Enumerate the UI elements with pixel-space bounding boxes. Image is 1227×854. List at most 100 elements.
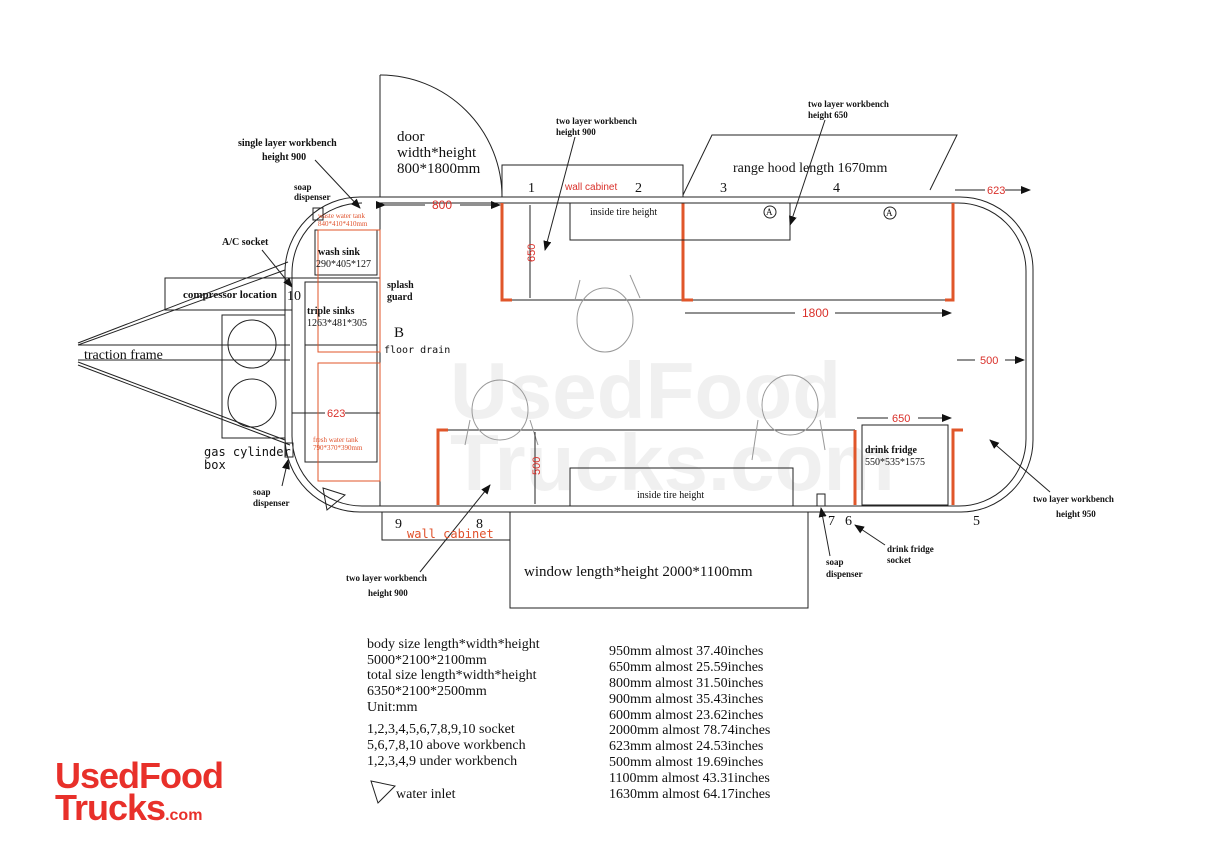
note-line: 5000*2100*2100mm — [367, 653, 487, 668]
note-line: 6350*2100*2500mm — [367, 684, 487, 699]
door-size: 800*1800mm — [397, 161, 481, 177]
splash-guard-label-2: guard — [387, 292, 413, 303]
inside-tire-top-label: inside tire height — [590, 207, 657, 218]
top-workbench: inside tire height A A — [500, 202, 955, 302]
logo-suffix: .com — [165, 807, 203, 824]
dim-1800: 1800 — [802, 306, 829, 320]
wall-cabinet-top — [501, 164, 684, 198]
socket-3: 3 — [720, 181, 727, 196]
triple-sinks-label: triple sinks — [307, 306, 355, 317]
drink-fridge — [861, 424, 949, 506]
dim-623-left: 623 — [327, 408, 345, 420]
dim-500-vertical: 500 — [531, 457, 543, 475]
socket-9: 9 — [395, 517, 402, 532]
soap-left-label-2: dispenser — [253, 498, 290, 508]
usedfoodtrucks-logo: UsedFood Trucks.com — [55, 755, 224, 832]
person-figures — [464, 274, 826, 461]
single-workbench-height: height 900 — [262, 152, 306, 163]
soap-top-label-2: dispenser — [294, 192, 331, 202]
water-inlet-legend-icon — [370, 780, 397, 804]
drink-fridge-size: 550*535*1575 — [865, 457, 925, 468]
splash-guard-label: splash — [387, 280, 414, 291]
two-layer-right-label: two layer workbench — [1033, 494, 1114, 504]
inside-tire-bottom-label: inside tire height — [637, 490, 704, 501]
conversion-line: 2000mm almost 78.74inches — [609, 723, 770, 738]
note-line: Unit:mm — [367, 700, 418, 715]
notes-left: body size length*width*height 5000*2100*… — [367, 637, 540, 802]
triple-sinks-size: 1263*481*305 — [307, 318, 367, 329]
water-inlet-icon — [322, 487, 347, 511]
logo-trucks: Trucks — [55, 787, 166, 828]
conversion-line: 900mm almost 35.43inches — [609, 692, 763, 707]
conversion-line: 800mm almost 31.50inches — [609, 676, 763, 691]
logo-line1: UsedFood — [55, 755, 224, 796]
wash-sink-size: 290*405*127 — [316, 259, 371, 270]
dim-500-right: 500 — [980, 355, 998, 367]
waste-tank-size: 840*410*410mm — [318, 220, 368, 228]
notes-conversions: 950mm almost 37.40inches 650mm almost 25… — [609, 644, 770, 802]
wall-cabinet-bottom-label: wall cabinet — [407, 527, 494, 541]
bottom-workbench: inside tire height drink fridge 550*535*… — [436, 424, 963, 507]
ac-socket-label: A/C socket — [222, 237, 269, 248]
two-layer-top1-height: height 900 — [556, 127, 596, 137]
window — [509, 511, 809, 609]
two-layer-bottom-height: height 900 — [368, 588, 408, 598]
note-line: 1,2,3,4,9 under workbench — [367, 754, 517, 769]
note-line: 1,2,3,4,5,6,7,8,9,10 socket — [367, 722, 515, 737]
socket-4: 4 — [833, 181, 840, 196]
soap-left-label: soap — [253, 487, 271, 497]
conversion-line: 600mm almost 23.62inches — [609, 708, 763, 723]
wash-sink-label: wash sink — [318, 247, 360, 258]
dim-650-fridge: 650 — [892, 413, 910, 425]
two-layer-right-height: height 950 — [1056, 509, 1096, 519]
conversion-line: 1100mm almost 43.31inches — [609, 771, 770, 786]
door-label-2: width*height — [397, 145, 477, 161]
floor-drain-label: floor drain — [384, 345, 450, 356]
two-layer-top2-label: two layer workbench — [808, 99, 889, 109]
dimensions: 800 650 1800 500 623 623 500 650 — [292, 185, 1031, 504]
wall-cabinet-top-label: wall cabinet — [564, 182, 617, 193]
window-label: window length*height 2000*1100mm — [524, 564, 753, 580]
socket-1: 1 — [528, 181, 535, 196]
conversion-line: 500mm almost 19.69inches — [609, 755, 763, 770]
door: door width*height 800*1800mm — [379, 74, 503, 198]
soap-top-label: soap — [294, 182, 312, 192]
dim-800: 800 — [432, 198, 452, 212]
single-workbench-label: single layer workbench — [238, 138, 337, 149]
note-line: 5,6,7,8,10 above workbench — [367, 738, 526, 753]
conversion-line: 650mm almost 25.59inches — [609, 660, 763, 675]
socket-2: 2 — [635, 181, 642, 196]
socket-7: 7 — [828, 514, 835, 529]
conversion-line: 1630mm almost 64.17inches — [609, 787, 770, 802]
soap-bottom-label: soap — [826, 557, 844, 567]
fresh-tank-label: fresh water tank — [313, 436, 359, 444]
range-hood-label: range hood length 1670mm — [733, 161, 887, 176]
logo-line2: Trucks.com — [55, 790, 223, 832]
range-hood — [682, 134, 958, 196]
socket-5: 5 — [973, 514, 980, 529]
socket-8: 8 — [476, 517, 483, 532]
door-label: door — [397, 129, 425, 145]
note-line: total size length*width*height — [367, 668, 537, 683]
hood-mark-2: A — [886, 208, 893, 218]
two-layer-top2-height: height 650 — [808, 110, 848, 120]
hood-mark-1: A — [766, 207, 773, 217]
drink-fridge-label: drink fridge — [865, 445, 918, 456]
socket-10: 10 — [287, 289, 301, 304]
water-inlet-legend: water inlet — [396, 787, 456, 802]
traction-frame-label: traction frame — [84, 348, 163, 363]
note-line: body size length*width*height — [367, 637, 540, 652]
conversion-line: 950mm almost 37.40inches — [609, 644, 763, 659]
fresh-tank-size: 790*370*390mm — [313, 444, 363, 452]
two-layer-bottom-label: two layer workbench — [346, 573, 427, 583]
conversion-line: 623mm almost 24.53inches — [609, 739, 763, 754]
floor-drain-letter: B — [394, 325, 404, 341]
fridge-socket-label: drink fridge — [887, 544, 934, 554]
gas-box-label: gas cylinder — [204, 445, 291, 459]
fridge-socket-label-2: socket — [887, 555, 911, 565]
compressor-location — [164, 277, 293, 311]
two-layer-top1-label: two layer workbench — [556, 116, 637, 126]
sink-area: waste water tank 840*410*410mm wash sink… — [284, 207, 381, 511]
socket-6: 6 — [845, 514, 852, 529]
